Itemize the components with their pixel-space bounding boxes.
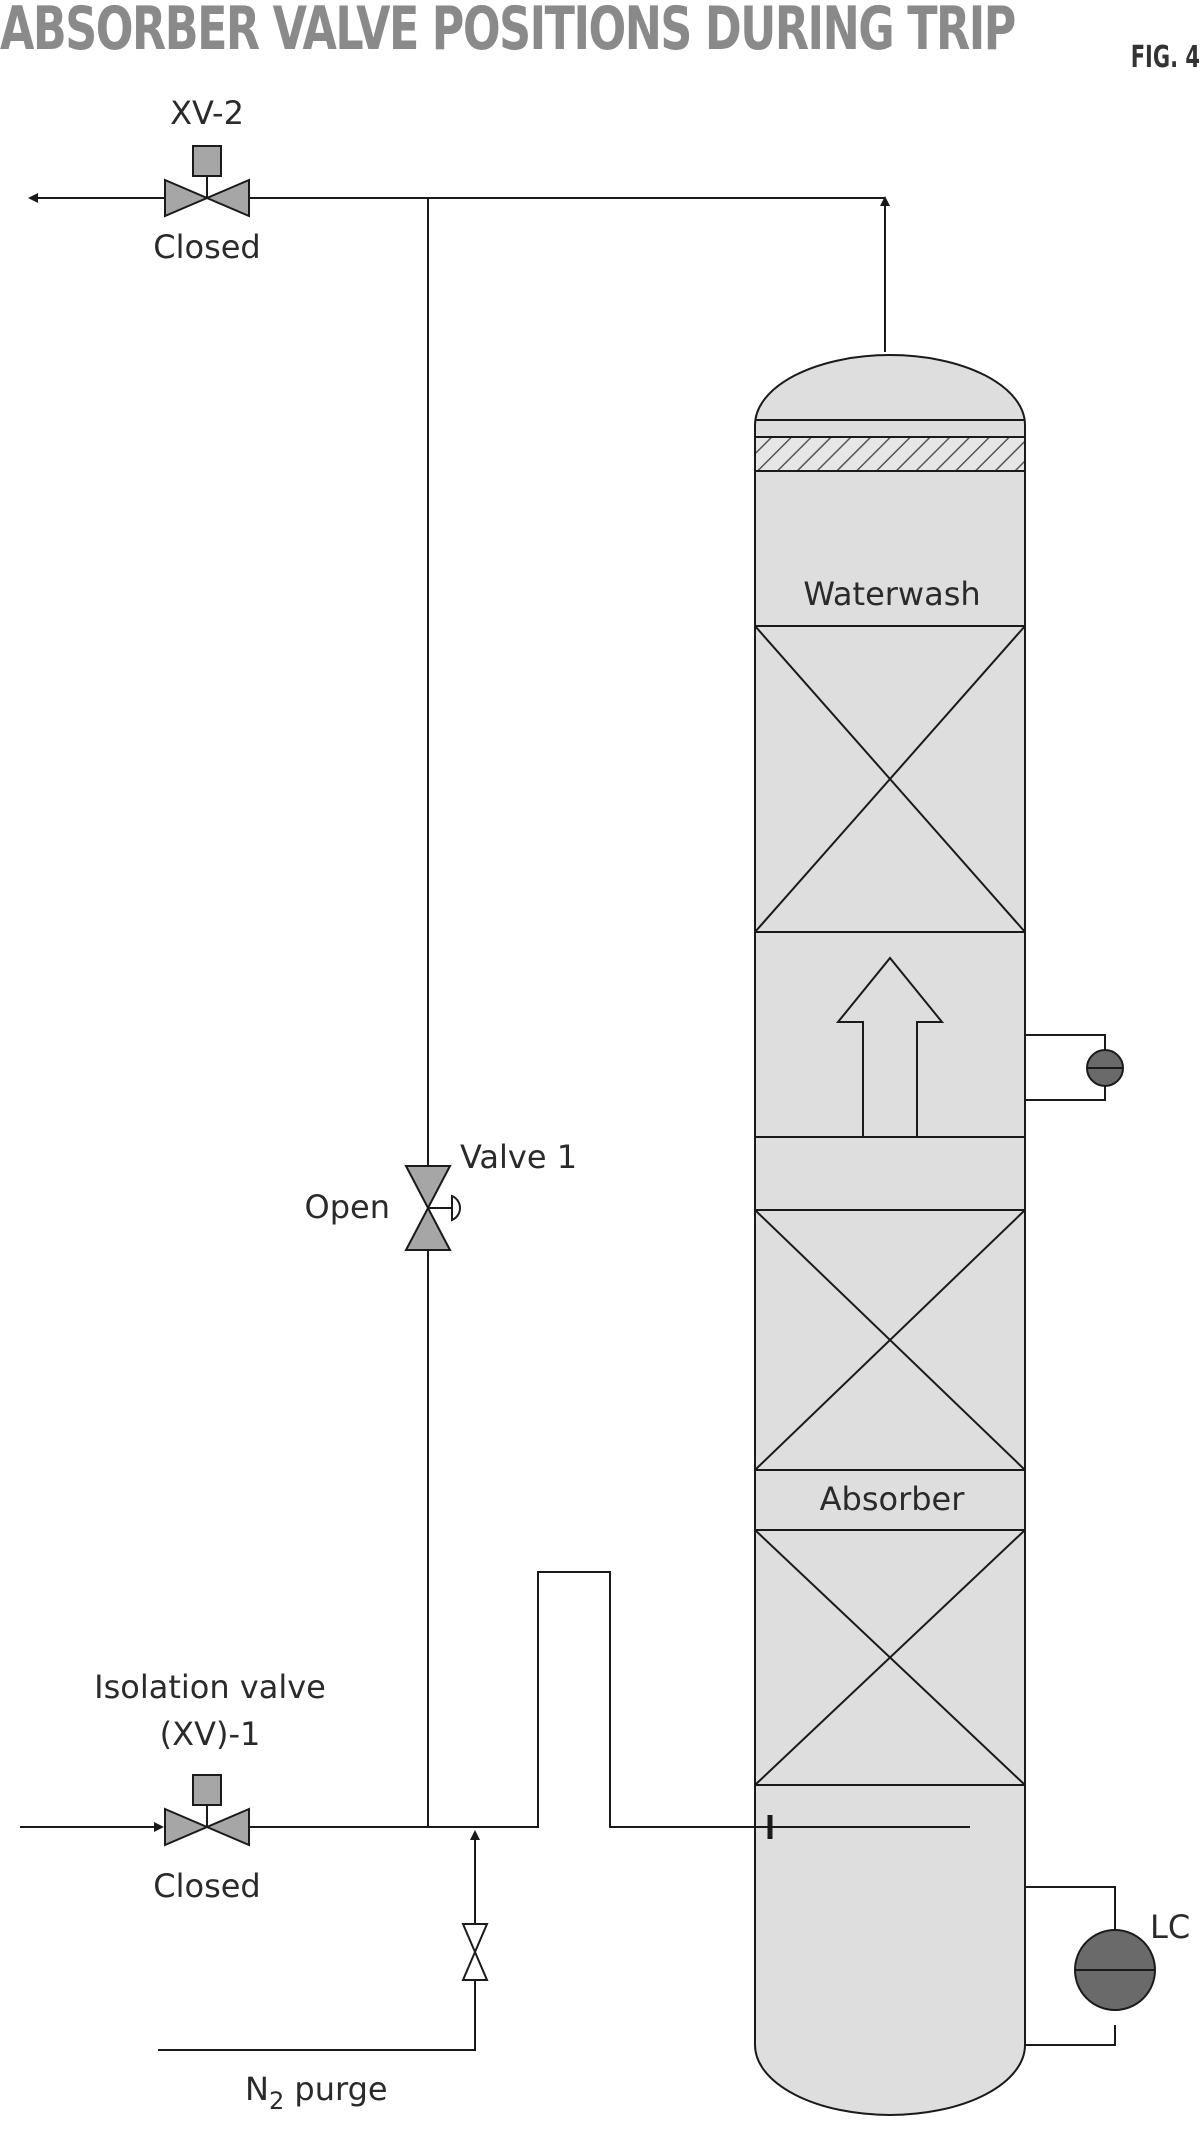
valve-1[interactable]: Valve 1 Open: [305, 1138, 578, 1251]
actuator-icon: [192, 1774, 222, 1806]
waterwash-label: Waterwash: [803, 575, 980, 613]
isolation-valve-xv-1[interactable]: Isolation valve (XV)-1 Closed: [94, 1668, 326, 1905]
valve-1-state: Open: [305, 1188, 390, 1226]
lc-label: LC: [1150, 1908, 1190, 1946]
diaphragm-actuator-icon: [451, 1194, 461, 1222]
valve-1-label: Valve 1: [460, 1138, 577, 1176]
purge-valve[interactable]: [461, 1923, 489, 1981]
absorber-label: Absorber: [820, 1480, 966, 1518]
level-gauge-upper: [1025, 1034, 1124, 1101]
n2-purge-label: N2 purge: [245, 2070, 388, 2115]
xv-1-state: Closed: [153, 1867, 260, 1905]
demister-pad: [754, 419, 1026, 472]
xv-2-valve[interactable]: XV-2 Closed: [153, 94, 260, 266]
figure-title: ABSORBER VALVE POSITIONS DURING TRIP: [0, 0, 1016, 64]
absorber-packing-bed-lower: [754, 1529, 1026, 1786]
waterwash-packing-bed: [754, 625, 1026, 933]
xv-2-label: XV-2: [170, 94, 244, 132]
overhead-line: [28, 193, 890, 352]
figure-number: FIG. 4: [1130, 40, 1200, 75]
feed-line: [20, 1571, 970, 1839]
xv-1-label-line2: (XV)-1: [160, 1715, 261, 1753]
absorber-column: Waterwash Absorber: [754, 354, 1026, 2116]
n2-purge-line: N2 purge: [158, 1830, 489, 2115]
actuator-icon: [192, 145, 222, 177]
level-controller: LC: [1025, 1886, 1190, 2046]
absorber-packing-bed-upper: [754, 1209, 1026, 1471]
xv-1-label-line1: Isolation valve: [94, 1668, 326, 1706]
xv-2-state: Closed: [153, 228, 260, 266]
